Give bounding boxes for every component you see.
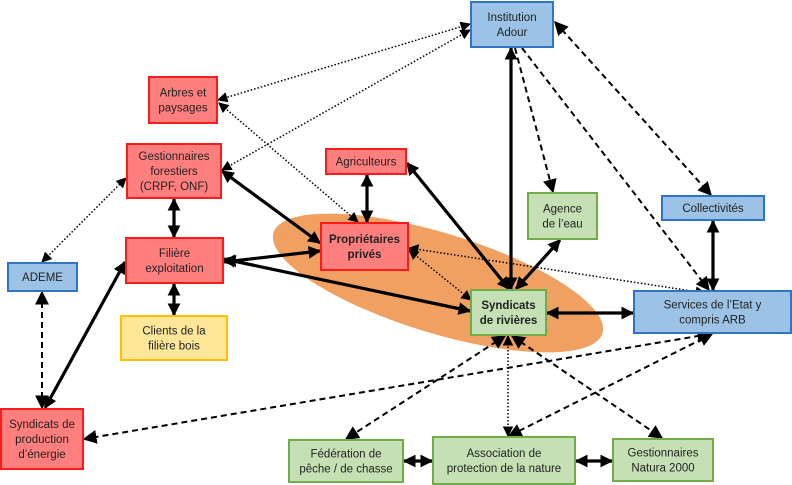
node-label-line: Gestionnaires	[628, 448, 699, 460]
node-label-line: pêche / de chasse	[299, 464, 392, 476]
node-agence: Agence de l’eau	[527, 192, 598, 240]
node-label-line: ADEME	[22, 272, 63, 284]
node-arbres: Arbres et paysages	[148, 76, 218, 124]
node-label-line: Syndicats	[481, 300, 535, 312]
node-services: Services de l’Etat y compris ARB	[633, 290, 792, 334]
node-label-line: Adour	[497, 27, 528, 39]
node-label-line: exploitation	[145, 263, 203, 275]
node-label-line: Collectivités	[682, 203, 744, 215]
connector-dashed-institution-agence	[514, 47, 557, 194]
node-box	[470, 1, 554, 48]
node-label-line: Gestionnaires	[139, 151, 210, 163]
node-label-line: paysages	[158, 103, 207, 115]
node-label-line: de l’eau	[542, 219, 582, 231]
node-box	[7, 262, 78, 292]
node-clients: Clients de la filière bois	[120, 315, 228, 361]
node-ademe: ADEME	[7, 262, 78, 292]
node-label-line: Agriculteurs	[336, 157, 397, 169]
connector-dashed-syndicats-federation	[344, 335, 507, 440]
node-association: Association de protection de la nature	[432, 436, 576, 485]
node-box	[470, 289, 547, 336]
node-label-line: Clients de la	[142, 326, 206, 338]
node-label-line: (CRPF, ONF)	[140, 181, 209, 193]
connector-dotted-arbres-proprietaires	[218, 102, 359, 223]
node-energie: Syndicats de production d’énergie	[0, 408, 84, 470]
node-label-line: Association de	[467, 448, 542, 460]
node-box	[148, 76, 218, 124]
node-label-line: Agence	[543, 204, 582, 216]
connector-dotted-proprietaires-services	[407, 244, 707, 297]
node-proprietaires: Propriétaires privés	[320, 222, 409, 271]
node-gestfor: Gestionnaires forestiers (CRPF, ONF)	[126, 143, 222, 199]
node-box	[0, 408, 84, 470]
node-box	[633, 290, 792, 334]
connector-dashed-institution-collectivites	[554, 20, 712, 197]
node-box	[661, 195, 765, 221]
node-label-line: Services de l’Etat y	[664, 300, 762, 312]
node-label-line: Syndicats de	[9, 419, 75, 431]
connector-dashed-institution-services	[521, 47, 710, 292]
connector-dotted-institution-arbres	[216, 21, 472, 103]
node-label-line: Natura 2000	[631, 463, 694, 475]
node-box	[325, 148, 407, 175]
node-label-line: Fédération de	[311, 449, 382, 461]
node-box	[288, 439, 404, 483]
node-agriculteurs: Agriculteurs	[325, 148, 407, 175]
connector-dotted-ademe-gestfor	[41, 177, 127, 263]
node-box	[527, 192, 598, 240]
connector-dashed-services-energie	[82, 329, 712, 444]
connector-solid-filiere-syndicats	[222, 255, 472, 315]
node-federation: Fédération de pêche / de chasse	[288, 439, 404, 483]
node-label-line: protection de la nature	[447, 463, 561, 475]
node-label-line: production	[15, 434, 69, 446]
node-label-line: compris ARB	[679, 315, 746, 327]
node-collectivites: Collectivités	[661, 195, 765, 221]
node-box	[432, 436, 576, 485]
node-box	[125, 237, 224, 284]
node-label-line: privés	[348, 249, 382, 261]
connector-solid-gestfor-proprietaires	[220, 169, 322, 245]
node-syndicats: Syndicats de rivières	[470, 289, 547, 336]
node-label-line: forestiers	[150, 166, 198, 178]
node-label-line: Institution	[487, 12, 536, 24]
node-label-line: de rivières	[480, 315, 538, 327]
node-box	[612, 438, 714, 482]
node-filiere: Filière exploitation	[125, 237, 224, 284]
node-label-line: d’énergie	[18, 449, 65, 461]
node-box	[120, 315, 228, 361]
node-label-line: Arbres et	[160, 88, 207, 100]
node-label-line: Filière	[159, 248, 190, 260]
node-label-line: filière bois	[148, 341, 200, 353]
node-label-line: Propriétaires	[329, 234, 400, 246]
node-box	[126, 143, 222, 199]
node-box	[320, 222, 409, 271]
